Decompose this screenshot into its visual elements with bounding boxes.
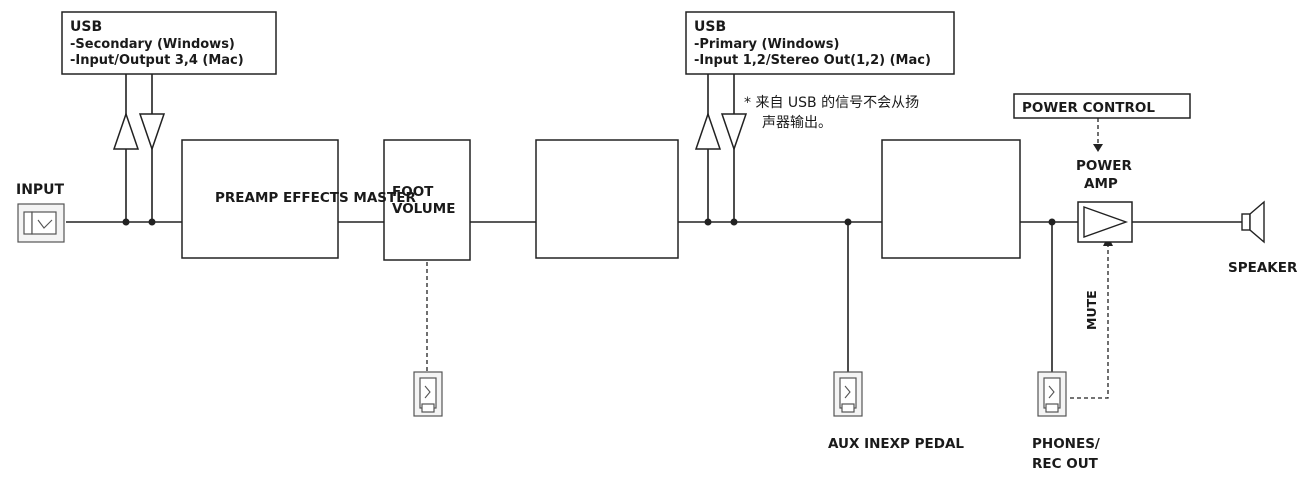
preamp-label: PREAMP EFFECTS MASTER <box>215 190 416 206</box>
empty-block-1 <box>535 139 679 259</box>
power-amp-icon <box>1077 201 1133 243</box>
usb-secondary-title: USB <box>70 19 102 35</box>
usb-primary-down-arrow <box>720 113 748 152</box>
foot-pedal-jack-icon <box>413 371 443 417</box>
power-control-arrow <box>1093 144 1103 152</box>
usb-secondary-line1: -Secondary (Windows) <box>70 37 235 52</box>
usb-primary-line2: -Input 1,2/Stereo Out(1,2) (Mac) <box>694 53 931 68</box>
junction-dot <box>730 218 738 226</box>
junction-dot <box>704 218 712 226</box>
usb-primary-up-arrow <box>694 111 722 150</box>
power-control-box: POWER CONTROL <box>1013 93 1191 119</box>
phones-label-line2: REC OUT <box>1032 456 1099 472</box>
aux-exp-label: AUX INEXP PEDAL <box>828 436 964 452</box>
foot-volume-line1: FOOT <box>392 184 434 200</box>
usb-secondary-up-arrow <box>112 111 140 150</box>
speaker-icon <box>1241 200 1265 244</box>
mute-label: MUTE <box>1084 290 1099 330</box>
usb-secondary-line2: -Input/Output 3,4 (Mac) <box>70 53 244 68</box>
usb-secondary-down-arrow <box>138 113 166 152</box>
input-label: INPUT <box>16 182 65 198</box>
junction-dot <box>148 218 156 226</box>
usb-primary-box: USB -Primary (Windows) -Input 1,2/Stereo… <box>685 11 955 75</box>
usb-note-line1: * 来自 USB 的信号不会从扬 <box>744 95 919 111</box>
usb-secondary-box: USB -Secondary (Windows) -Input/Output 3… <box>61 11 277 75</box>
speaker-label: SPEAKER <box>1228 260 1298 276</box>
foot-volume-line2: VOLUME <box>392 201 455 217</box>
junction-dot <box>844 218 852 226</box>
usb-primary-title: USB <box>694 19 726 35</box>
power-control-label: POWER CONTROL <box>1022 100 1155 116</box>
aux-exp-jack-icon <box>833 371 863 417</box>
power-amp-line1: POWER <box>1076 158 1132 174</box>
usb-primary-line1: -Primary (Windows) <box>694 37 839 52</box>
phones-jack-icon <box>1037 371 1067 417</box>
usb-note-line2: 声器输出。 <box>762 115 832 131</box>
junction-dot <box>1048 218 1056 226</box>
phones-label-line1: PHONES/ <box>1032 436 1100 452</box>
junction-dot <box>122 218 130 226</box>
foot-volume-block <box>383 139 471 261</box>
mute-link <box>1070 246 1109 399</box>
power-amp-line2: AMP <box>1084 176 1118 192</box>
preamp-block <box>181 139 339 259</box>
input-jack-icon <box>17 203 65 243</box>
empty-block-2 <box>881 139 1021 259</box>
